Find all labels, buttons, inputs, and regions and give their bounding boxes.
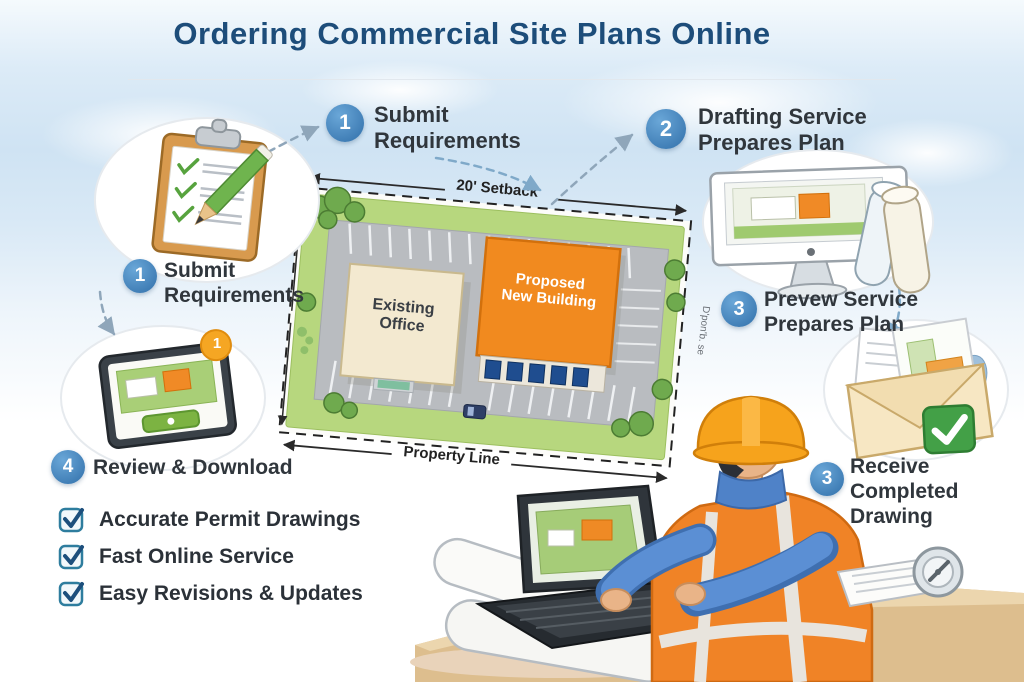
step-number: 3 [821,468,833,489]
arrow-step1-to-plan [434,156,542,192]
checklist-item-label: Easy Revisions & Updates [99,581,363,605]
benefits-checklist: Accurate Permit Drawings Fast Online Ser… [58,506,363,607]
arrow-clipboard-to-tablet [97,290,116,336]
step-label-preview: Prevew Service Prepares Plan [764,288,919,336]
checkbox-icon [58,507,84,533]
hand [600,588,632,612]
step-number: 1 [134,265,146,286]
parked-car [462,403,487,420]
step-badge-1-left: 1 [123,259,157,293]
tablet-notification-count: 1 [212,335,222,352]
pencil-icon [194,144,273,226]
clipboard-illustration [151,118,273,262]
collar [714,468,788,510]
arrow-clipboard-to-step1 [266,125,320,154]
vest-stripe [658,621,868,649]
step-number: 2 [659,116,673,141]
hand [674,582,706,606]
checkbox-icon [58,544,84,570]
storefront-windows [484,359,590,388]
title-divider [128,79,896,80]
checklist-item: Accurate Permit Drawings [58,506,363,533]
notification-badge [199,329,232,362]
office-entrance-canopy [377,379,410,391]
compass-icon [912,546,964,598]
step-label-submit-left: Submit Requirements [164,259,305,307]
property-line-dimension [282,439,668,484]
step-number: 3 [733,297,745,320]
worker-scene [410,395,1024,682]
check-badge-icon [921,404,977,455]
step-label-review: Review & Download [93,456,293,479]
checkbox-icon [58,581,84,607]
tablet-illustration [98,329,237,449]
hard-hat-ridge [742,397,760,446]
arm [685,533,833,611]
step-badge-3-right: 3 [721,291,757,327]
step-number: 4 [62,456,74,477]
site-plan: 20' Setback Existing Office Proposed New… [271,161,711,496]
step-label-receive: Receive Completed Drawing [850,455,959,528]
step-number: 1 [339,111,351,134]
arrow-plan-to-step2 [550,133,634,206]
site-plan-drawing [277,172,693,484]
step-badge-2: 2 [646,109,686,149]
blueprint-rolls [854,181,931,294]
setback-dimension-line [308,172,688,216]
page-title: Ordering Commercial Site Plans Online [173,16,771,51]
worker [595,395,874,682]
bushes [296,326,314,355]
step-label-drafting: Drafting Service Prepares Plan [698,104,867,155]
checklist-item-label: Accurate Permit Drawings [99,507,361,531]
step-label-submit-top: Submit Requirements [374,102,521,153]
checklist-item: Fast Online Service [58,543,363,570]
step-badge-4: 4 [51,450,85,484]
cloud [560,55,880,150]
checklist-item: Easy Revisions & Updates [58,580,363,607]
vest-stripe [775,495,807,682]
parking-stripes-right [614,288,661,364]
step-badge-1-top: 1 [326,104,364,142]
envelope-illustration [844,317,994,460]
check-marks [172,158,200,223]
arm [601,527,713,603]
checklist-item-label: Fast Online Service [99,544,294,568]
step-badge-3-bottom: 3 [810,462,844,496]
monitor-illustration [709,165,931,300]
